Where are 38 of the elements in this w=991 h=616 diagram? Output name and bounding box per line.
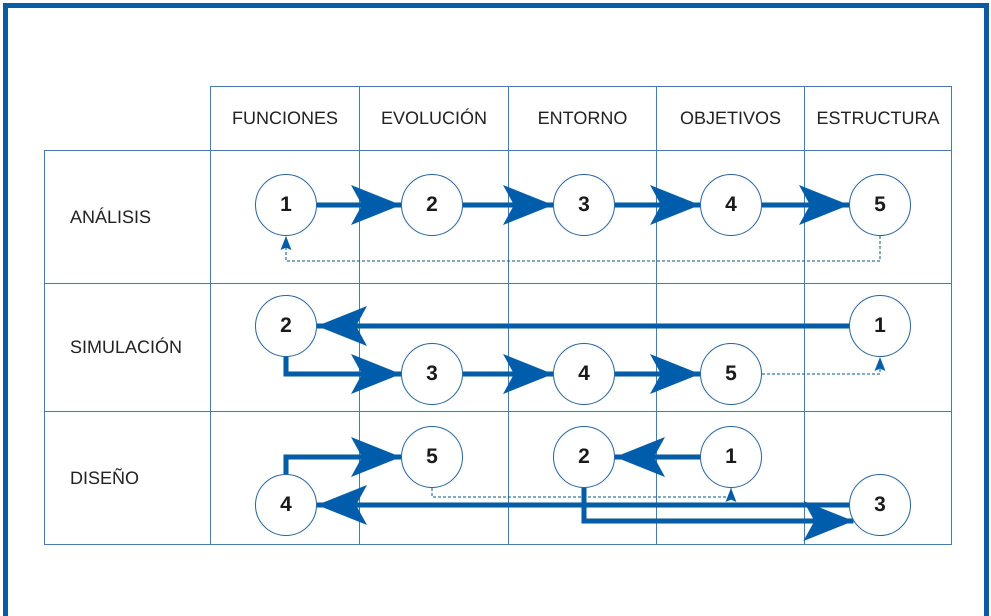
arrow [582,488,854,541]
step-number: 1 [280,192,292,218]
step-number: 4 [578,361,590,388]
row-header: DISEÑO [70,466,140,490]
step-number: 3 [578,192,590,218]
arrow [615,185,700,225]
dashed-arrow [432,488,736,502]
arrow [762,185,849,225]
step-number: 1 [725,444,737,470]
column-header: ESTRUCTURA [816,107,940,130]
arrow [284,437,401,477]
column-header: OBJETIVOS [680,107,782,130]
step-number: 4 [725,192,737,218]
step-number: 5 [725,361,737,388]
arrow [317,485,849,525]
dashed-arrow [762,356,886,374]
column-header: FUNCIONES [232,107,338,130]
arrow [615,354,700,394]
column-header: EVOLUCIÓN [380,107,488,130]
step-number: 1 [874,313,886,340]
arrow [463,185,553,225]
step-number: 3 [426,361,438,388]
step-number: 3 [874,492,886,518]
arrow [463,354,553,394]
step-number: 2 [426,192,438,218]
arrow [284,354,401,394]
row-header: SIMULACIÓN [70,336,182,359]
step-number: 5 [874,192,886,218]
column-header: ENTORNO [538,107,628,130]
arrow [317,185,401,225]
row-header: ANÁLISIS [70,206,152,228]
arrow [317,306,849,346]
step-number: 5 [426,444,438,470]
step-number: 2 [280,313,292,340]
dashed-arrow [280,236,880,262]
step-number: 4 [280,492,292,518]
step-number: 2 [578,444,590,470]
arrow [615,437,700,477]
